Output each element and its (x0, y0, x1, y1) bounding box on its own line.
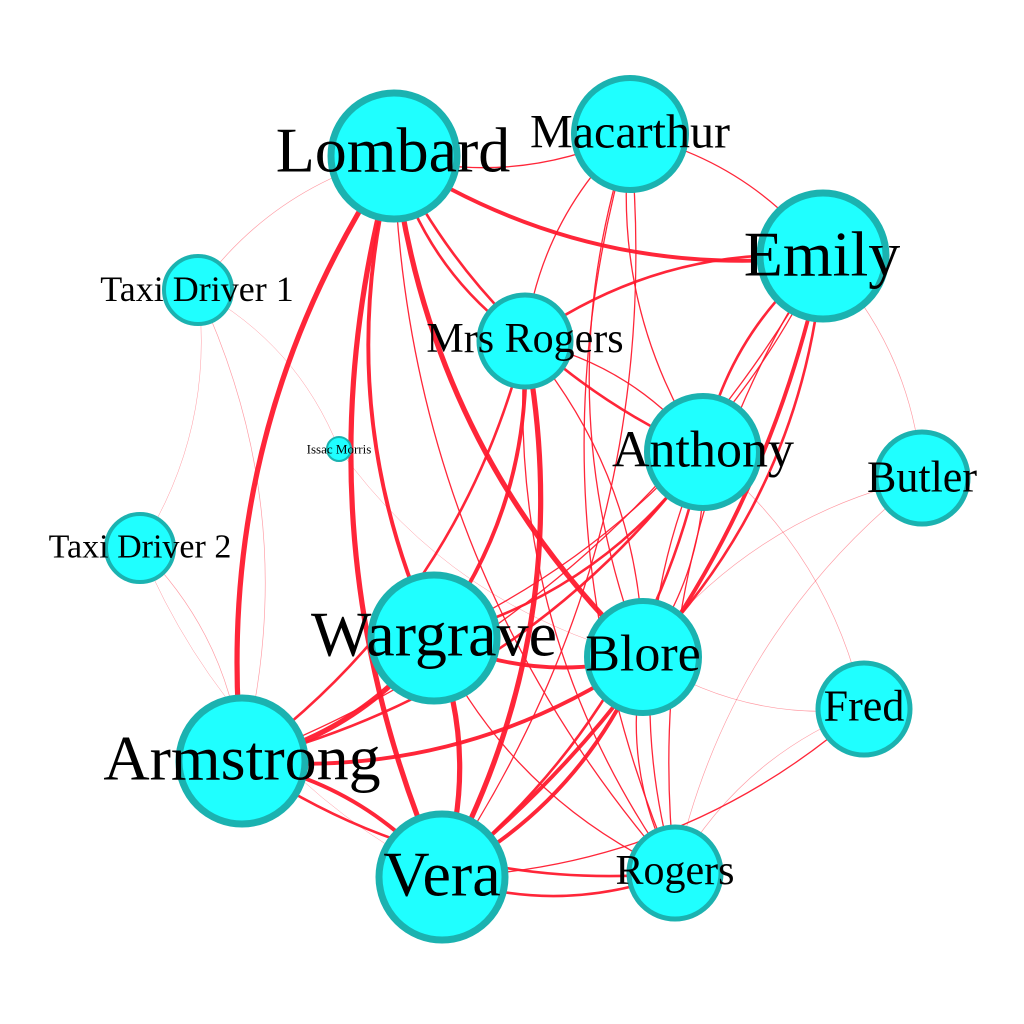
edge-mrsrogers-rogers (522, 340, 676, 874)
node-label-fred: Fred (824, 682, 905, 731)
node-label-taxi2: Taxi Driver 2 (49, 529, 232, 566)
node-label-vera: Vera (383, 839, 500, 910)
edge-macarthur-rogers (583, 133, 676, 874)
edge-vera-mrsrogers (439, 340, 544, 879)
node-macarthur[interactable] (571, 75, 689, 193)
edge-macarthur-blore (588, 133, 644, 658)
edge-lombard-vera (348, 155, 445, 879)
node-blore[interactable] (584, 598, 702, 716)
edge-lombard-armstrong (234, 154, 397, 762)
node-issac[interactable] (326, 436, 352, 462)
node-label-mrsrogers: Mrs Rogers (426, 316, 623, 362)
node-armstrong[interactable] (175, 694, 309, 828)
edge-vera-emily (440, 255, 825, 879)
node-label-armstrong: Armstrong (103, 723, 380, 794)
edge-emily-rogers (668, 255, 824, 874)
node-wargrave[interactable] (367, 571, 501, 705)
edge-armstrong-emily (241, 255, 824, 762)
node-label-lombard: Lombard (276, 115, 511, 186)
node-lombard[interactable] (327, 89, 461, 223)
node-taxi1[interactable] (162, 254, 234, 326)
node-layer (104, 75, 971, 944)
edge-armstrong-anthony (241, 451, 705, 763)
node-label-anthony: Anthony (612, 422, 794, 479)
edge-armstrong-taxi1 (197, 289, 266, 762)
node-taxi2[interactable] (104, 512, 176, 584)
node-anthony[interactable] (644, 393, 762, 511)
node-label-emily: Emily (744, 219, 900, 290)
node-butler[interactable] (873, 429, 971, 527)
edge-vera-macarthur (441, 133, 637, 878)
edge-butler-rogers (674, 477, 923, 874)
node-label-taxi1: Taxi Driver 1 (100, 269, 293, 309)
node-label-macarthur: Macarthur (530, 106, 730, 159)
edge-lombard-wargrave (366, 155, 436, 639)
node-mrsrogers[interactable] (476, 292, 574, 390)
node-fred[interactable] (815, 660, 913, 758)
node-label-blore: Blore (585, 626, 701, 683)
edge-lombard-blore (391, 155, 645, 659)
node-rogers[interactable] (626, 824, 724, 922)
node-label-issac: Issac Morris (307, 442, 372, 457)
node-emily[interactable] (756, 189, 890, 323)
node-label-butler: Butler (867, 453, 977, 502)
node-label-wargrave: Wargrave (311, 599, 557, 670)
node-vera[interactable] (375, 810, 509, 944)
edge-lombard-rogers (393, 155, 676, 874)
node-label-rogers: Rogers (616, 848, 735, 894)
